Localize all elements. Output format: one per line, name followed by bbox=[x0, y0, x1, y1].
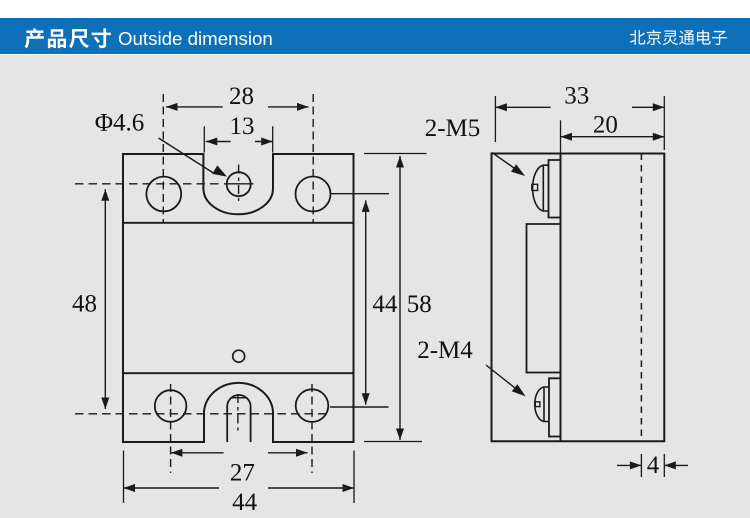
svg-text:2-M5: 2-M5 bbox=[425, 115, 481, 142]
svg-text:13: 13 bbox=[230, 113, 255, 140]
svg-text:58: 58 bbox=[407, 291, 432, 318]
svg-text:44: 44 bbox=[372, 291, 398, 318]
svg-text:44: 44 bbox=[232, 489, 258, 516]
svg-text:2-M4: 2-M4 bbox=[417, 337, 473, 364]
svg-text:4: 4 bbox=[647, 452, 660, 479]
svg-text:33: 33 bbox=[564, 83, 589, 110]
svg-text:20: 20 bbox=[593, 112, 618, 139]
svg-text:Φ4.6: Φ4.6 bbox=[95, 110, 145, 137]
svg-text:27: 27 bbox=[230, 460, 255, 487]
svg-text:28: 28 bbox=[229, 83, 254, 110]
svg-text:48: 48 bbox=[72, 291, 97, 318]
